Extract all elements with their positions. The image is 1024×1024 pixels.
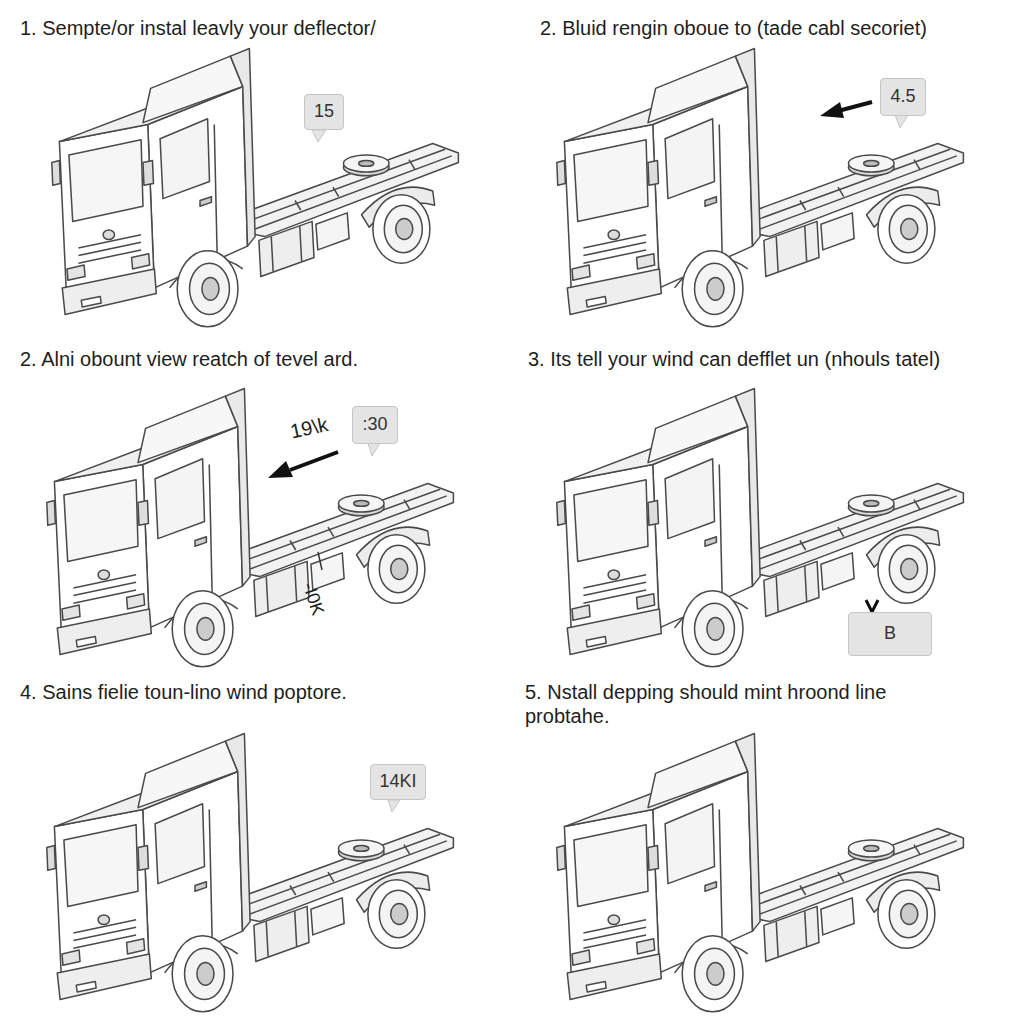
step-heading: 4. Sains fielie toun-lino wind poptore. [20, 680, 490, 704]
step-heading: 5. Nstall depping should mint hroond lin… [525, 680, 955, 728]
truck-figure [557, 49, 964, 327]
callout-box: 4.5 [880, 78, 926, 116]
truck-figure [557, 734, 964, 1012]
direction-arrow [268, 452, 338, 478]
truck-figure [52, 49, 459, 327]
leader-line [318, 552, 322, 570]
callout-tail [895, 115, 908, 128]
callout-number: :30 [362, 415, 387, 435]
callout-number: B [884, 624, 896, 644]
callout-box: 14KI [370, 764, 426, 800]
truck-part [866, 600, 878, 612]
step-heading: 2. Alni obount view reatch of tevel ard. [20, 347, 490, 371]
truck-part [820, 102, 844, 118]
callout-number: 19\k [288, 412, 330, 443]
callout-number: 4.5 [890, 87, 915, 107]
truck-figure [47, 389, 454, 667]
direction-arrow [820, 102, 872, 118]
step-heading: 1. Sempte/or instal leavly your deflecto… [20, 16, 490, 40]
callout-number: 14KI [379, 772, 416, 792]
callout-tail [312, 130, 326, 142]
truck-figure [47, 734, 454, 1012]
callout-box: :30 [352, 406, 398, 444]
callout-number: 15 [314, 102, 334, 122]
callout-number: -I0K [297, 580, 328, 618]
callout-box: 15 [304, 94, 344, 130]
truck-part [838, 102, 872, 111]
callout-box: B [848, 612, 932, 656]
step-heading: 3. Its tell your wind can defflet un (nh… [528, 347, 1018, 371]
truck-part [290, 452, 338, 470]
truck-figure [557, 389, 964, 667]
callout-tail [368, 443, 380, 456]
callout-tail [388, 800, 400, 812]
truck-part [268, 461, 293, 478]
step-heading: 2. Bluid rengin oboue to (tade cabl seco… [540, 16, 1010, 40]
mark-symbol [866, 600, 878, 612]
